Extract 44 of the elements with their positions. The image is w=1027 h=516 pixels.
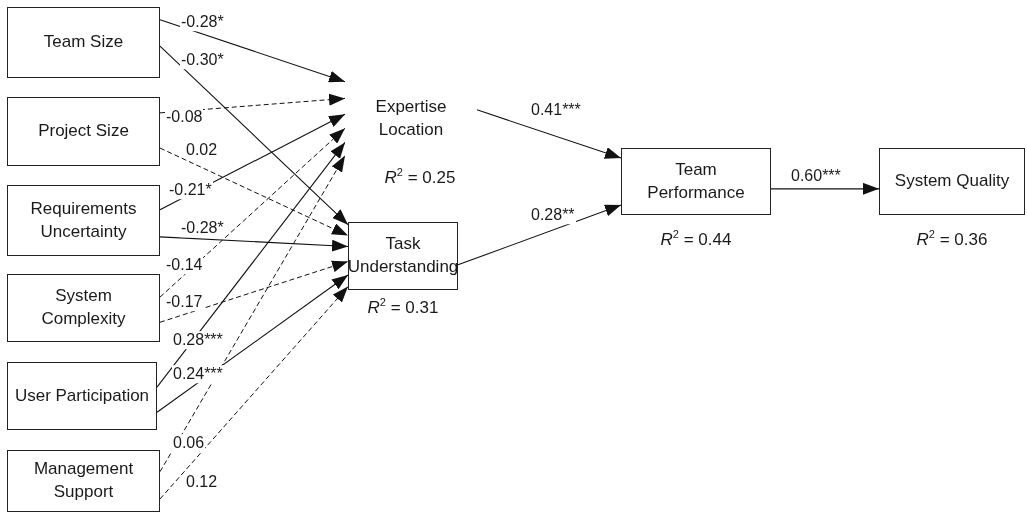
construct-box [7, 450, 160, 512]
node-text: Management Support [32, 458, 135, 503]
arrow [156, 141, 346, 388]
edge-label: 0.28** [530, 206, 576, 224]
r-squared-label: R$^{2}$ = 0.44 [660, 228, 732, 250]
construct-box [7, 185, 160, 256]
node-text: Task Understanding [346, 233, 460, 278]
r-squared-label: R$^{2}$ = 0.36 [916, 228, 988, 250]
arrow [159, 19, 346, 83]
arrow [770, 182, 880, 195]
construct-box [7, 362, 157, 430]
node-text: System Quality [893, 170, 1011, 193]
node-text: Project Size [37, 120, 130, 143]
edge-label: -0.30* [180, 51, 225, 69]
node-text: Expertise Location [374, 96, 448, 141]
arrow [476, 109, 622, 159]
arrow [159, 155, 346, 473]
r-squared-label: R$^{2}$ = 0.25 [384, 166, 456, 188]
arrow [159, 147, 349, 237]
construct-box [7, 7, 160, 78]
edge-label: -0.28* [180, 13, 225, 31]
edge-label: -0.14 [165, 256, 204, 274]
arrow [159, 260, 349, 323]
arrow [457, 204, 622, 266]
construct-box [879, 148, 1025, 215]
arrow [159, 127, 346, 298]
edge-label: -0.17 [165, 293, 204, 311]
construct-box [7, 97, 160, 166]
arrow [159, 286, 349, 500]
arrow [159, 236, 349, 252]
node-text: User Participation [13, 384, 151, 407]
edge-label: -0.21* [168, 181, 213, 199]
node-text: Requirements Uncertainty [29, 197, 138, 243]
construct-box [348, 222, 458, 290]
construct-box [621, 148, 771, 215]
arrow [159, 45, 349, 226]
r-squared-label: R$^{2}$ = 0.31 [367, 296, 439, 318]
construct-box [7, 274, 160, 342]
edge-label: 0.28*** [172, 331, 224, 349]
edge-label: 0.06 [172, 434, 206, 452]
node-text: Team Performance [646, 158, 746, 204]
edge-label: 0.24*** [172, 365, 224, 383]
node-text: System Complexity [40, 285, 127, 330]
node-text: Team Size [42, 31, 125, 54]
